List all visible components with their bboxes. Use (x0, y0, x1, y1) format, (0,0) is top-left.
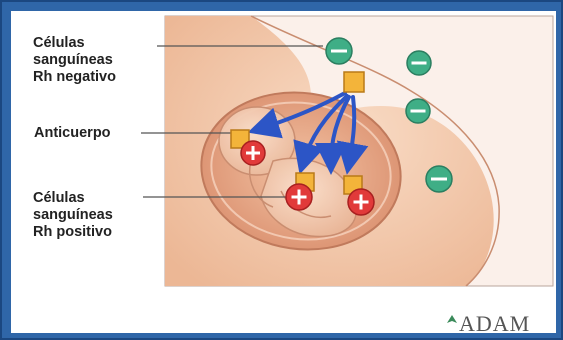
negative-cell (407, 51, 431, 75)
label-rh-negative: Células sanguíneas Rh negativo (33, 35, 116, 86)
label-rh-positive: Células sanguíneas Rh positivo (33, 190, 113, 241)
antibody-free (344, 72, 364, 92)
positive-cell (348, 189, 374, 215)
negative-cell (406, 99, 430, 123)
label-antibody: Anticuerpo (34, 125, 111, 142)
positive-cell (241, 141, 265, 165)
negative-cell (326, 38, 352, 64)
adam-logo-mark (447, 315, 457, 323)
diagram-panel: Células sanguíneas Rh negativo Anticuerp… (11, 11, 556, 333)
adam-watermark: ADAM (459, 311, 530, 333)
positive-cell (286, 184, 312, 210)
negative-cell (426, 166, 452, 192)
